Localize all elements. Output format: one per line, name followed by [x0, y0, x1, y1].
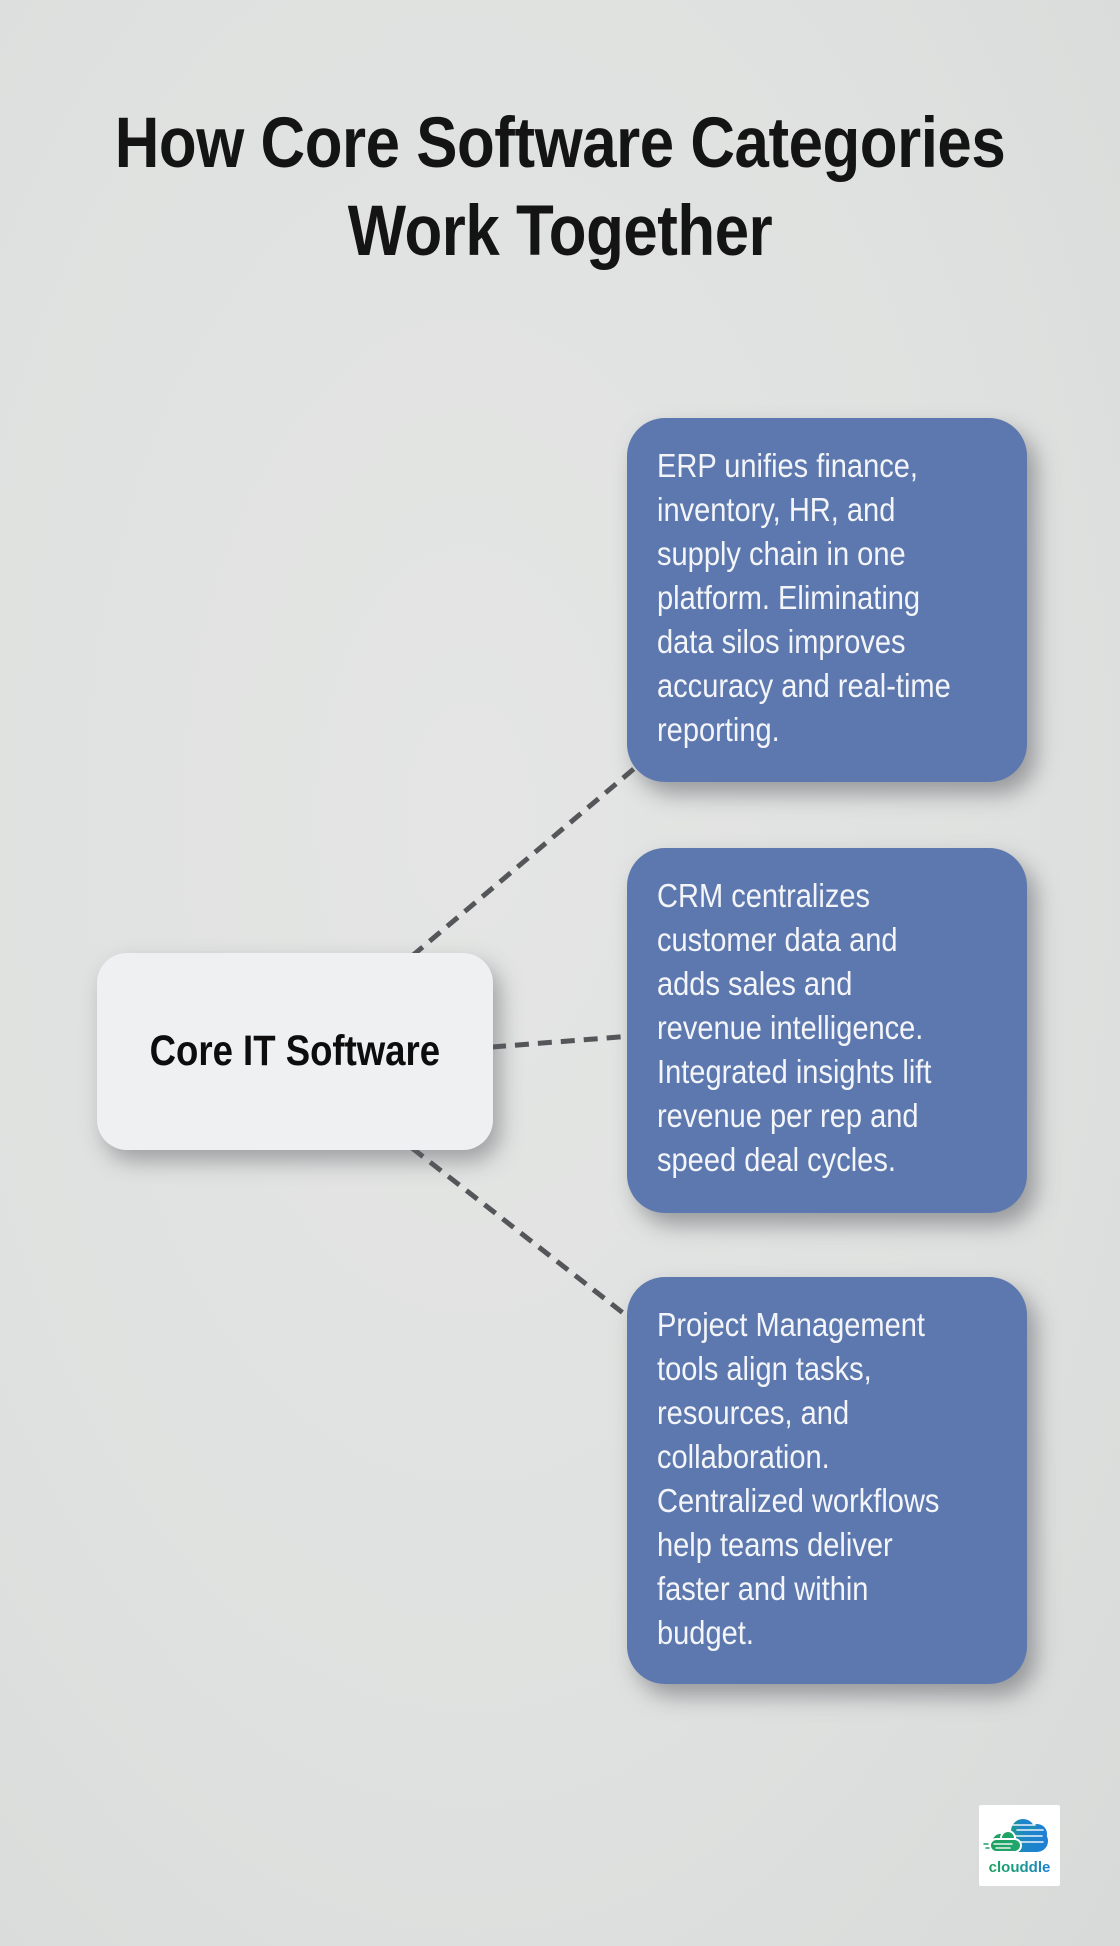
green-cloud-shape — [983, 1830, 1022, 1853]
branch-card-erp-text: ERP unifies finance, inventory, HR, and … — [657, 447, 951, 748]
page-title: How Core Software Categories Work Togeth… — [114, 104, 1006, 271]
clouddle-logo: clouddle — [979, 1805, 1060, 1886]
center-node-label: Core IT Software — [149, 1027, 441, 1075]
center-node-core-it-software: Core IT Software — [97, 953, 493, 1150]
branch-card-pm: Project Management tools align tasks, re… — [627, 1277, 1027, 1684]
branch-card-pm-text: Project Management tools align tasks, re… — [657, 1306, 940, 1651]
clouddle-wordmark: clouddle — [989, 1859, 1051, 1876]
clouddle-cloud-icon: clouddle — [983, 1819, 1051, 1876]
branch-card-crm: CRM centralizes customer data and adds s… — [627, 848, 1027, 1213]
branch-card-erp: ERP unifies finance, inventory, HR, and … — [627, 418, 1027, 782]
branch-card-crm-text: CRM centralizes customer data and adds s… — [657, 877, 932, 1178]
connector-pm-line — [410, 1146, 652, 1336]
connector-crm-line — [491, 1033, 633, 1050]
connector-erp-line — [410, 760, 644, 958]
